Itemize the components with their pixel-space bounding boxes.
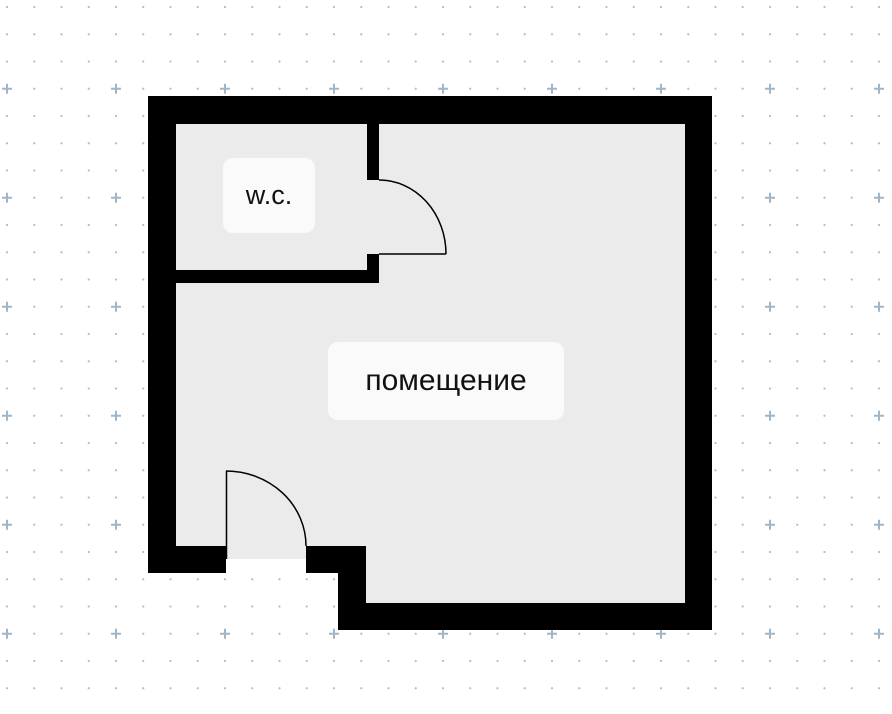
wc-bottom-wall xyxy=(176,270,379,283)
wc-door-swing-arc xyxy=(378,179,447,255)
room-label-wc[interactable]: w.c. xyxy=(223,158,315,233)
entrance-door-swing-arc xyxy=(225,470,307,547)
wc-door[interactable] xyxy=(378,179,447,255)
wc-partition-upper xyxy=(367,124,379,180)
room-label-main-text: помещение xyxy=(365,364,527,397)
entrance-door[interactable] xyxy=(225,470,307,559)
room-label-wc-text: w.c. xyxy=(245,180,293,210)
room-label-main[interactable]: помещение xyxy=(328,342,564,420)
entrance-threshold xyxy=(226,546,306,559)
